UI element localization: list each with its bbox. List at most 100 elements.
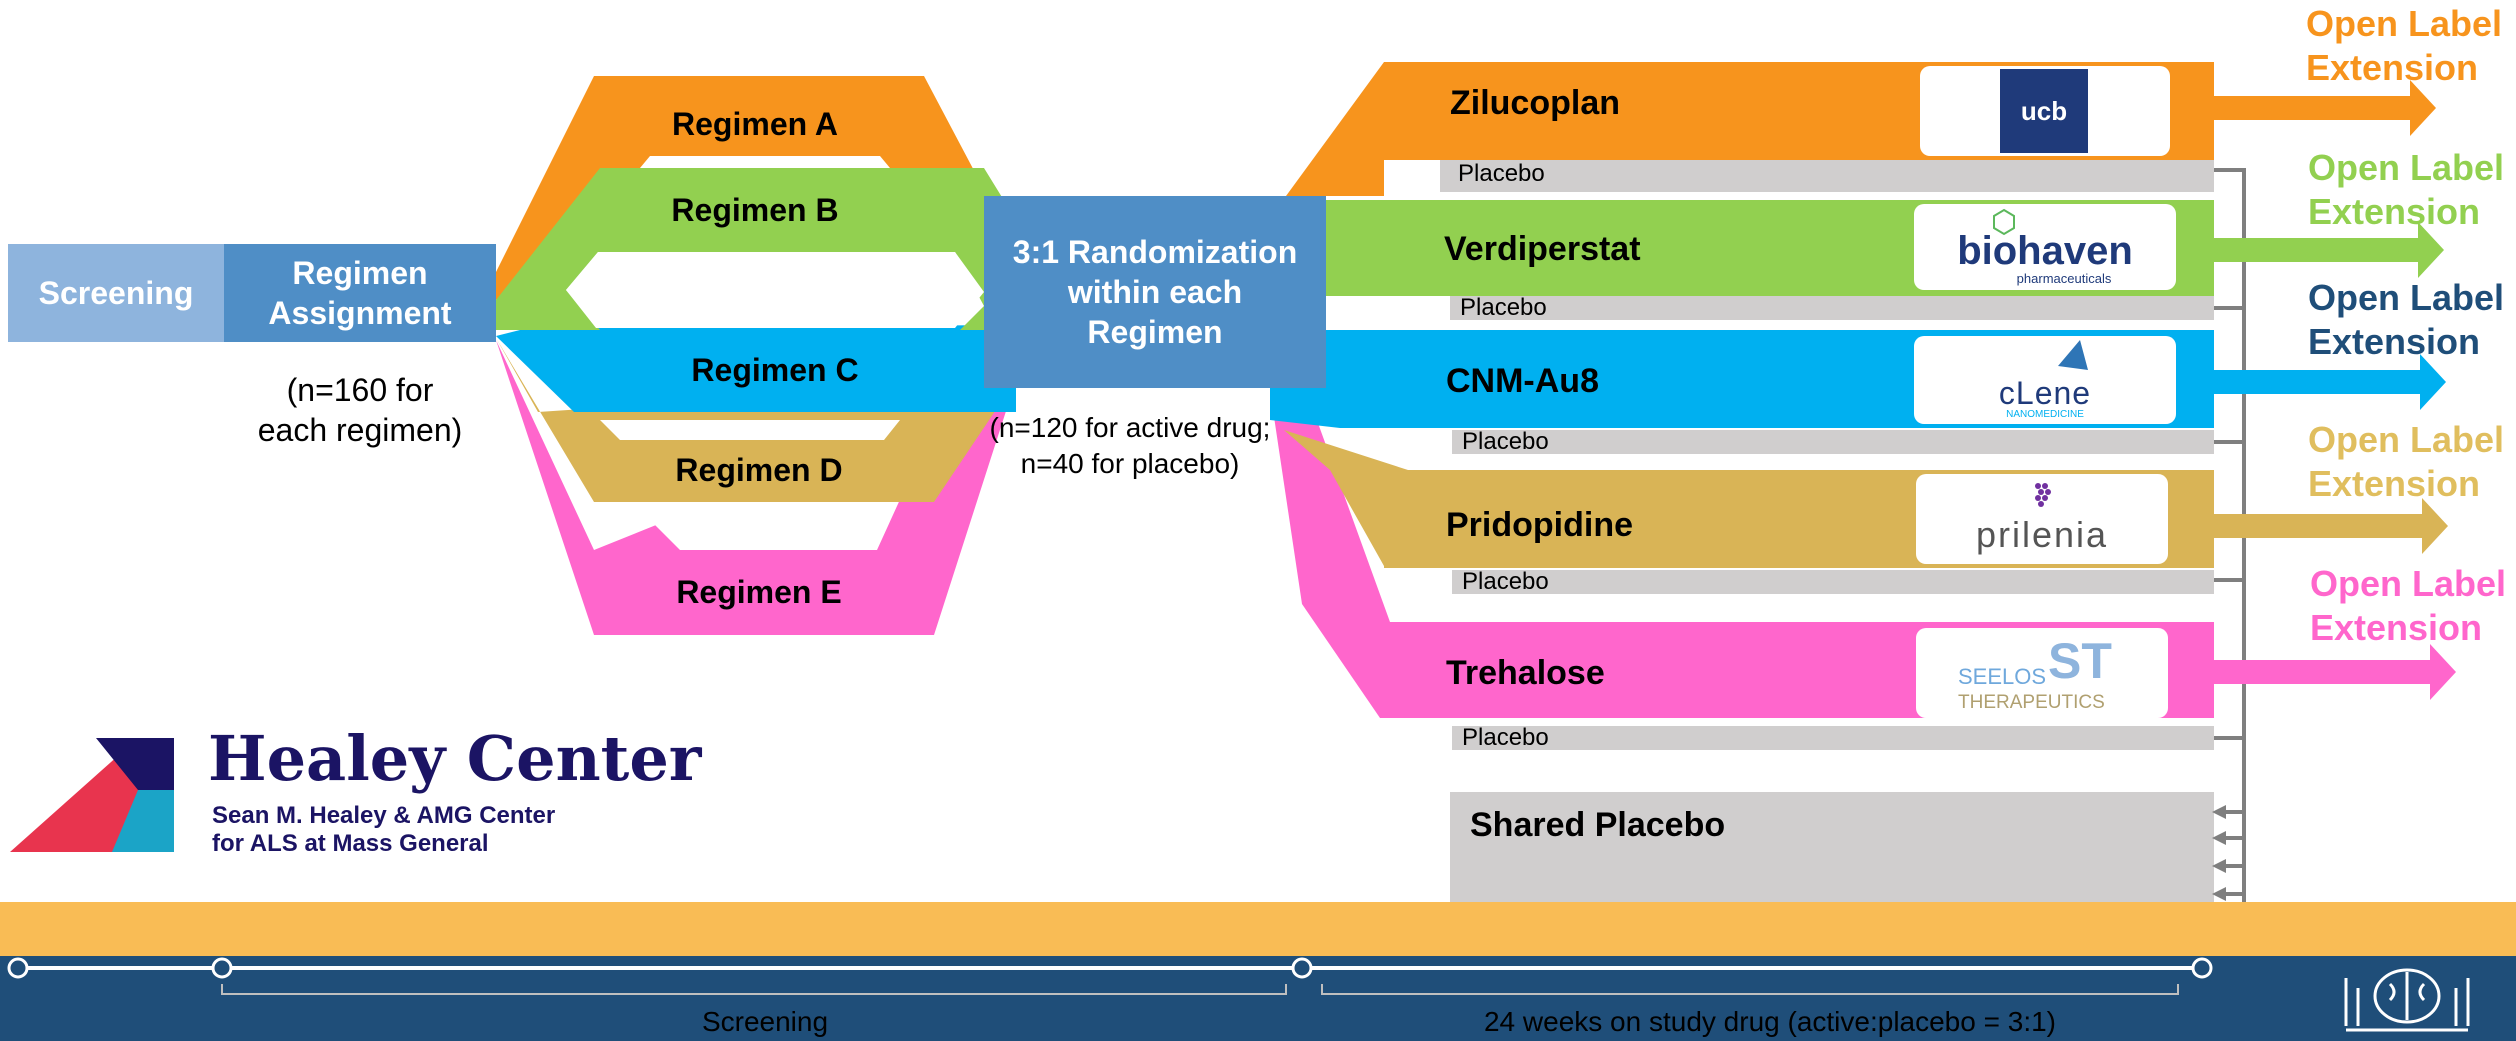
healey-center-sub1: Sean M. Healey & AMG Center [212, 802, 556, 829]
regimen-n-line1: (n=160 for [286, 372, 434, 408]
healey-center-sub2: for ALS at Mass General [212, 830, 489, 857]
regimen-assignment-line2: Assignment [268, 295, 452, 331]
drug-name-verdiperstat: Verdiperstat [1444, 230, 1641, 268]
footer-navy-band [0, 956, 2516, 1041]
timeline-screening-label: Screening [701, 1006, 829, 1037]
verdiperstat-placebo-bar [1450, 296, 2214, 320]
randomization-line1: 3:1 Randomization [1012, 234, 1298, 270]
randomization-block: 3:1 Randomization within each Regimen [984, 196, 1326, 388]
regimen-c-label: Regimen C [691, 351, 859, 388]
screening-label: Screening [38, 274, 194, 311]
cnm-au8-placebo-bar [1452, 430, 2214, 454]
timeline-node-randomize [1291, 957, 1313, 979]
placebo-label-zilucoplan: Placebo [1458, 160, 1545, 187]
placebo-label-cnm-au8: Placebo [1462, 428, 1549, 455]
seelos-logo: SEELOS ST THERAPEUTICS [1916, 628, 2168, 718]
timeline-node-start [7, 957, 29, 979]
timeline-node-assign [211, 957, 233, 979]
placebo-label-verdiperstat: Placebo [1460, 294, 1547, 321]
drug-name-trehalose: Trehalose [1446, 654, 1605, 692]
ole-label-orange: Open Label Extension [2306, 2, 2502, 90]
placebo-connectors [2214, 168, 2246, 922]
ole-blue-line1: Open Label [2308, 277, 2505, 318]
regimen-a-label: Regimen A [672, 105, 838, 142]
brain-book-icon [2344, 968, 2470, 1032]
ole-gold-line2: Extension [2308, 463, 2481, 504]
ole-pink-line1: Open Label [2310, 563, 2507, 604]
clene-logo-sub: NANOMEDICINE [2006, 408, 2084, 420]
prilenia-grape-icon [2035, 483, 2051, 507]
randomization-n-line1: (n=120 for active drug; [989, 412, 1271, 443]
pridopidine-placebo-bar [1452, 570, 2214, 594]
drug-name-zilucoplan: Zilucoplan [1450, 84, 1620, 122]
zilucoplan-fan [1286, 62, 1384, 196]
regimen-b-band [496, 168, 1016, 330]
seelos-logo-text: SEELOS [1958, 664, 2047, 689]
randomization-n-note: (n=120 for active drug; n=40 for placebo… [980, 408, 1280, 484]
ole-orange-line2: Extension [2306, 47, 2479, 88]
ole-arrow-green [2214, 222, 2444, 278]
randomization-n-line2: n=40 for placebo) [1020, 448, 1240, 479]
ole-pink-line2: Extension [2310, 607, 2483, 648]
randomization-line2: within each [1067, 274, 1243, 310]
ole-arrows [2214, 80, 2456, 700]
regimen-b-label: Regimen B [671, 191, 839, 228]
ole-orange-line1: Open Label [2306, 3, 2503, 44]
clene-sail-icon [2058, 340, 2088, 370]
ole-arrow-pink [2214, 644, 2456, 700]
seelos-logo-mark: ST [2048, 633, 2112, 689]
prilenia-logo-text: prilenia [1975, 514, 2109, 555]
regimen-e-label: Regimen E [676, 573, 842, 610]
trehalose-fan [1270, 390, 1390, 718]
regimen-n-note: (n=160 for each regimen) [224, 368, 496, 452]
drug-name-cnm-au8: CNM-Au8 [1446, 362, 1599, 400]
ole-label-gold: Open Label Extension [2308, 418, 2504, 506]
biohaven-logo-text: biohaven [1957, 228, 2133, 273]
timeline-brackets [221, 984, 2179, 995]
ole-label-green: Open Label Extension [2308, 146, 2504, 234]
biohaven-logo: biohaven pharmaceuticals [1914, 204, 2176, 290]
ole-green-line2: Extension [2308, 191, 2481, 232]
healey-center-title: Healey Center [208, 722, 702, 795]
regimen-a-hole [640, 156, 890, 168]
shared-placebo-label: Shared Placebo [1470, 806, 1726, 844]
ucb-logo-text: ucb [2020, 95, 2068, 126]
ole-label-blue: Open Label Extension [2308, 276, 2504, 364]
healey-logo-mark [10, 738, 174, 852]
placebo-label-pridopidine: Placebo [1462, 568, 1549, 595]
ole-gold-line1: Open Label [2308, 419, 2505, 460]
regimen-assignment-block: Regimen Assignment [224, 244, 496, 342]
clene-logo-text: cLene [1998, 374, 2092, 411]
timeline-node-end [2191, 957, 2213, 979]
drug-name-pridopidine: Pridopidine [1446, 506, 1633, 544]
regimen-assignment-line1: Regimen [292, 255, 428, 291]
ole-arrow-blue [2214, 354, 2446, 410]
pridopidine-fan [1284, 430, 1408, 566]
biohaven-hex-icon [1993, 208, 2015, 236]
ole-arrow-gold [2214, 498, 2448, 554]
trehalose-placebo-bar [1452, 726, 2214, 750]
regimen-c-band [496, 325, 1016, 412]
regimen-d-hole [600, 420, 900, 440]
ucb-logo-mark: ucb [2000, 69, 2088, 153]
biohaven-logo-sub: pharmaceuticals [2016, 270, 2112, 286]
ole-label-pink: Open Label Extension [2310, 562, 2506, 650]
footer-orange-band [0, 902, 2516, 956]
ole-green-line1: Open Label [2308, 147, 2505, 188]
regimen-a-band [496, 76, 1016, 300]
ole-blue-line2: Extension [2308, 321, 2481, 362]
randomization-line3: Regimen [1087, 314, 1223, 350]
timeline [7, 957, 2213, 979]
placebo-label-trehalose: Placebo [1462, 724, 1549, 751]
ole-arrow-orange [2214, 80, 2436, 136]
regimen-b-hole [566, 252, 984, 328]
screening-block: Screening [8, 244, 224, 342]
regimen-n-line2: each regimen) [257, 412, 463, 448]
zilucoplan-placebo-bar [1440, 160, 2214, 192]
clene-logo: cLene NANOMEDICINE [1914, 336, 2176, 424]
regimen-d-label: Regimen D [675, 451, 843, 488]
ucb-logo: ucb [1920, 66, 2170, 156]
prilenia-logo: prilenia [1916, 474, 2168, 564]
